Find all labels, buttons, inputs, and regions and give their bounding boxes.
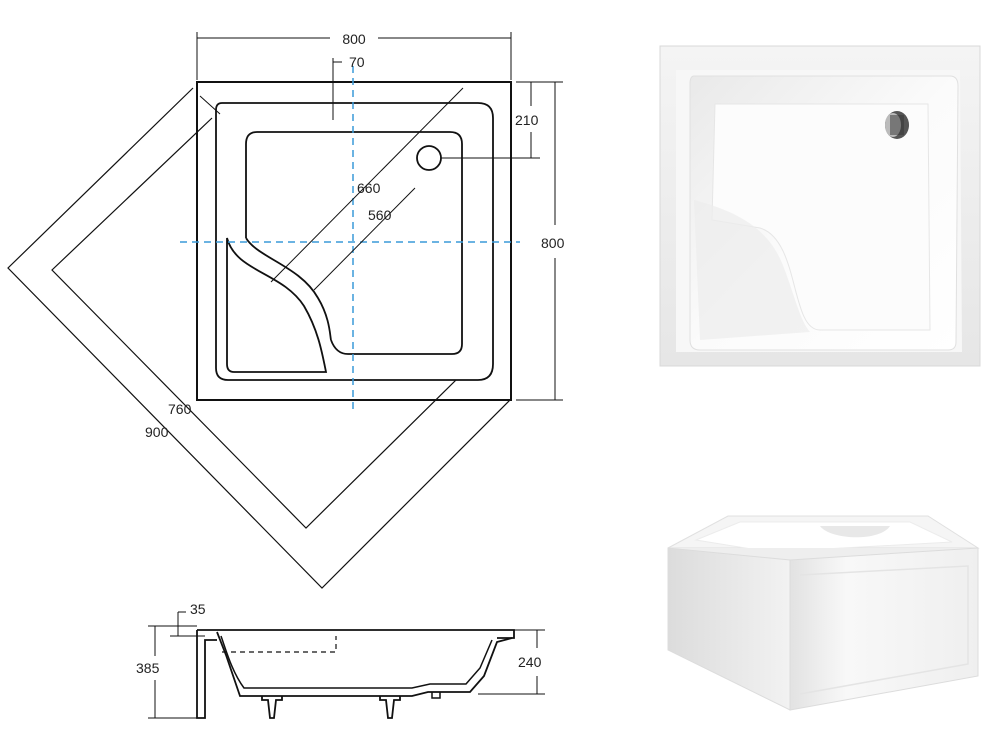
foot-right: [379, 696, 401, 719]
dim-drain-offset-y: 210: [515, 112, 539, 128]
foot-left: [261, 696, 283, 719]
plan-view: 800 70 210 800 660 560 760 900: [7, 31, 565, 589]
tray-outline: [196, 81, 512, 401]
dim-top-width: 800: [342, 31, 366, 47]
section-view: 35 385 240: [136, 601, 545, 719]
dim-right-height: 800: [541, 235, 565, 251]
basin-floor-left: [245, 131, 258, 238]
product-photo-perspective: [667, 515, 980, 711]
drain-icon: [416, 145, 442, 171]
tray-inner-rim: [215, 102, 494, 381]
dim-total-height: 385: [136, 660, 160, 676]
dim-rim-height: 35: [190, 601, 206, 617]
seat-curve-inner: [226, 237, 328, 373]
seat-hidden-line: [222, 636, 337, 653]
seat-curve-outer: [245, 237, 332, 341]
dim-diag-inner: 560: [368, 207, 392, 223]
product-photo-top: [659, 45, 981, 367]
dim-side-outer: 900: [145, 424, 169, 440]
dim-drain-offset-x: 70: [349, 54, 365, 70]
basin-floor: [257, 131, 463, 355]
dim-diag-outer: 660: [357, 180, 381, 196]
dim-tray-depth: 240: [518, 654, 542, 670]
dim-side-inner: 760: [168, 401, 192, 417]
tray-section-body: [216, 631, 513, 697]
